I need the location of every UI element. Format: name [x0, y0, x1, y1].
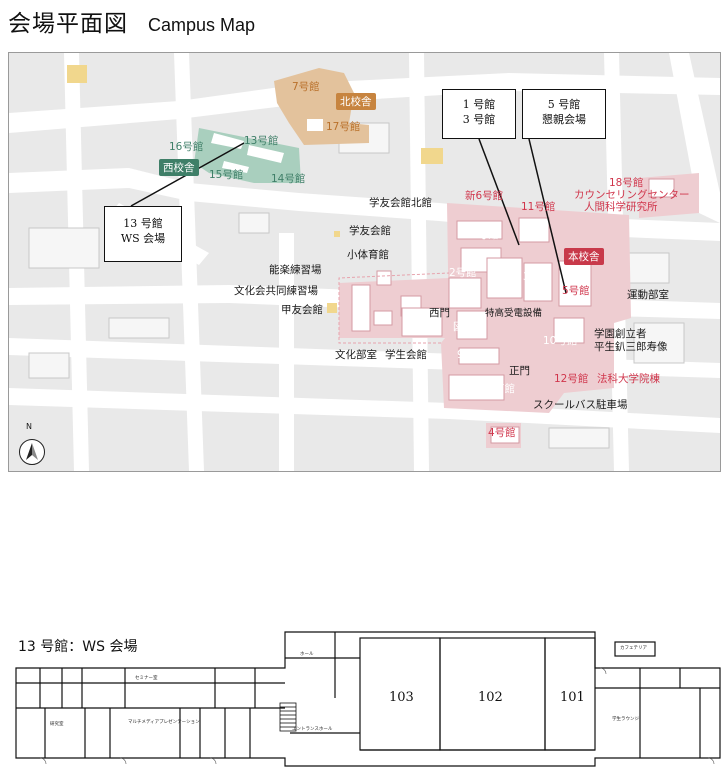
label-bldg-7: 7号館: [292, 81, 320, 93]
main-campus-badge: 本校舎: [564, 248, 604, 265]
label-student-hall: 学生会館: [385, 349, 427, 361]
callout-ws-line1: 13 号館: [123, 217, 163, 230]
west-campus-area: [194, 128, 301, 183]
compass-icon: [26, 443, 38, 460]
label-entrance: エントランスホール: [292, 727, 333, 732]
label-gakuyu-north: 学友会館北館: [369, 197, 432, 209]
label-bldg-18: 18号館: [609, 177, 644, 189]
label-noh-practice: 能楽練習場: [269, 264, 322, 276]
label-bldg-16: 16号館: [169, 141, 204, 153]
callout-main-buildings: 1 号館 3 号館: [442, 89, 516, 139]
label-small-gym: 小体育館: [347, 249, 389, 261]
label-koyu: 甲友会館: [281, 304, 323, 316]
label-law-school: 法科大学院棟: [597, 373, 660, 385]
tan-accents: [67, 65, 443, 313]
label-bldg-11: 11号館: [521, 201, 556, 213]
callout-party-line2: 懇親会場: [542, 113, 586, 126]
callout-main-line2: 3 号館: [462, 113, 496, 126]
callout-party-venue: 5 号館 懇親会場: [522, 89, 606, 139]
label-main-gate: 正門: [509, 365, 530, 377]
stairs-icon: [279, 702, 297, 732]
label-bldg-3: 3号館: [523, 271, 551, 283]
label-study-room: 研究室: [50, 722, 64, 727]
page-title-en: Campus Map: [148, 15, 256, 35]
label-gakuyu: 学友会館: [349, 225, 391, 237]
label-bldg-new6: 新6号館: [465, 190, 504, 202]
label-cafe: カフェテリア: [620, 646, 647, 651]
label-human-sci: 人間科学研究所: [584, 201, 658, 213]
campus-map[interactable]: 北校舎 西校舎 本校舎 7号館 17号館 16号館 13号館 15号館 14号館…: [8, 52, 721, 472]
page-title-ja: 会場平面図: [8, 11, 128, 37]
floor-plan-title: 13 号館：WS 会場: [18, 639, 138, 655]
label-bldg-5: 5号館: [562, 285, 590, 297]
label-bldg-1: 1号館: [487, 261, 515, 273]
north-arrow-icon: [19, 439, 45, 465]
label-bldg-8: 8号館: [471, 229, 499, 241]
label-founder: 学園創立者: [594, 328, 647, 340]
label-bldg-17: 17号館: [326, 121, 361, 133]
callout-ws-line2: WS 会場: [120, 232, 166, 245]
label-bus-parking: スクールバス駐車場: [533, 399, 628, 411]
label-seminar: セミナー室: [135, 676, 158, 681]
room-101: 101: [560, 690, 585, 705]
page-title: 会場平面図 Campus Map: [8, 4, 255, 38]
label-culture-club: 文化部室: [335, 349, 377, 361]
label-bldg-9: 9号館: [457, 349, 485, 361]
callout-ws-venue: 13 号館 WS 会場: [104, 206, 182, 262]
north-label: N: [26, 422, 32, 431]
label-west-gate: 西門: [429, 307, 450, 319]
main-campus-buildings: [351, 178, 675, 444]
campus-boundaries: [338, 272, 450, 344]
label-bldg-10: 10号館: [543, 335, 578, 347]
room-102: 102: [478, 690, 503, 705]
label-counseling: カウンセリングセンター: [574, 189, 690, 201]
label-bldg-2: 2号館: [449, 267, 477, 279]
label-lounge: 学生ラウンジ: [612, 717, 639, 722]
label-statue: 平生釟三郎寿像: [594, 341, 668, 353]
label-culture-practice: 文化会共同練習場: [234, 285, 318, 297]
label-bldg-14: 14号館: [271, 173, 306, 185]
label-substation: 特高受電設備: [485, 308, 543, 319]
north-campus-area: [274, 68, 369, 145]
label-bldg-4: 4号館: [488, 427, 516, 439]
west-campus-badge: 西校舎: [159, 159, 199, 176]
label-multimedia: マルチメディアプレゼンテーション: [128, 720, 200, 725]
room-103: 103: [389, 690, 414, 705]
callout-main-line1: 1 号館: [462, 98, 496, 111]
label-bldg-13: 13号館: [244, 135, 279, 147]
floor-plan-drawing: [15, 631, 721, 767]
callout-party-line1: 5 号館: [547, 98, 581, 111]
label-gym-hall: 講堂兼体育館: [452, 383, 515, 395]
north-campus-badge: 北校舎: [336, 93, 376, 110]
label-hall: ホール: [300, 652, 314, 657]
label-sports-club: 運動部室: [627, 289, 669, 301]
label-bldg-15: 15号館: [209, 169, 244, 181]
label-library: 図書館: [453, 321, 485, 333]
label-bldg-12: 12号館: [554, 373, 589, 385]
